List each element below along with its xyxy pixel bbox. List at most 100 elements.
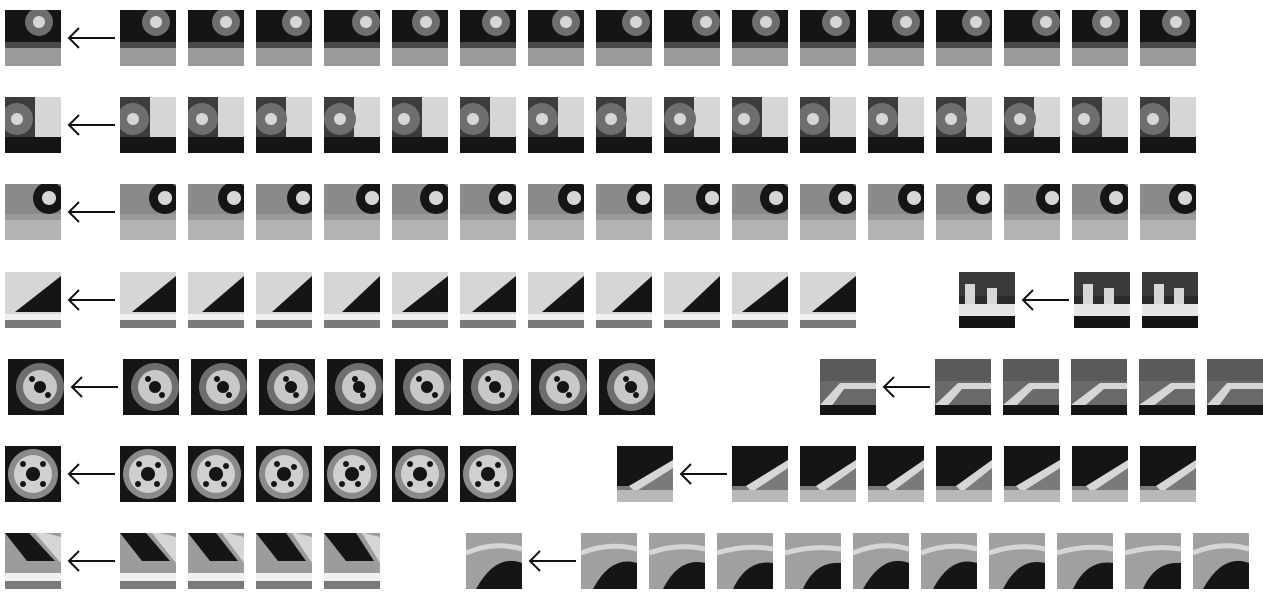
- similar-patch: [259, 359, 315, 415]
- similar-patch: [1003, 359, 1059, 415]
- similar-patch: [188, 184, 244, 240]
- similar-patch: [1140, 184, 1196, 240]
- similar-patch: [596, 272, 652, 328]
- similar-patch: [188, 272, 244, 328]
- left-arrow-icon: [65, 547, 117, 575]
- similar-patch: [1140, 446, 1196, 502]
- similar-patch: [324, 10, 380, 66]
- similar-patch: [800, 10, 856, 66]
- left-arrow-icon: [65, 24, 117, 52]
- similar-patch: [868, 97, 924, 153]
- similar-patch: [800, 97, 856, 153]
- query-patch: [5, 10, 61, 66]
- similar-patch: [1139, 359, 1195, 415]
- similar-patch: [324, 184, 380, 240]
- left-arrow-icon: [677, 460, 729, 488]
- similar-patch: [463, 359, 519, 415]
- left-arrow-icon: [880, 373, 932, 401]
- similar-patch: [664, 272, 720, 328]
- similar-patch: [123, 359, 179, 415]
- left-arrow-icon: [65, 198, 117, 226]
- similar-patch: [188, 10, 244, 66]
- similar-patch: [460, 97, 516, 153]
- query-patch: [959, 272, 1015, 328]
- similar-patch: [732, 446, 788, 502]
- similar-patch: [664, 97, 720, 153]
- similar-patch: [531, 359, 587, 415]
- similar-patch: [989, 533, 1045, 589]
- similar-patch: [1004, 10, 1060, 66]
- similar-patch: [800, 446, 856, 502]
- similar-patch: [392, 272, 448, 328]
- query-patch: [5, 446, 61, 502]
- similar-patch: [460, 272, 516, 328]
- similar-patch: [921, 533, 977, 589]
- similar-patch: [395, 359, 451, 415]
- similar-patch: [1072, 446, 1128, 502]
- query-patch: [466, 533, 522, 589]
- query-patch: [617, 446, 673, 502]
- similar-patch: [392, 446, 448, 502]
- similar-patch: [1193, 533, 1249, 589]
- similar-patch: [256, 533, 312, 589]
- similar-patch: [664, 10, 720, 66]
- query-patch: [5, 272, 61, 328]
- similar-patch: [392, 97, 448, 153]
- similar-patch: [1074, 272, 1130, 328]
- similar-patch: [256, 446, 312, 502]
- similar-patch: [528, 184, 584, 240]
- similar-patch: [120, 10, 176, 66]
- similar-patch: [732, 184, 788, 240]
- similar-patch: [853, 533, 909, 589]
- similar-patch: [732, 97, 788, 153]
- similar-patch: [324, 533, 380, 589]
- left-arrow-icon: [65, 286, 117, 314]
- similar-patch: [717, 533, 773, 589]
- similar-patch: [936, 10, 992, 66]
- similar-patch: [120, 533, 176, 589]
- similar-patch: [188, 533, 244, 589]
- similar-patch: [936, 184, 992, 240]
- similar-patch: [596, 184, 652, 240]
- similar-patch: [528, 10, 584, 66]
- similar-patch: [460, 10, 516, 66]
- similar-patch: [256, 97, 312, 153]
- query-patch: [5, 533, 61, 589]
- similar-patch: [599, 359, 655, 415]
- similar-patch: [596, 97, 652, 153]
- similar-patch: [392, 10, 448, 66]
- similar-patch: [800, 184, 856, 240]
- similar-patch: [800, 272, 856, 328]
- similar-patch: [664, 184, 720, 240]
- similar-patch: [596, 10, 652, 66]
- left-arrow-icon: [1019, 286, 1071, 314]
- similar-patch: [581, 533, 637, 589]
- similar-patch: [936, 97, 992, 153]
- similar-patch: [324, 272, 380, 328]
- similar-patch: [1004, 184, 1060, 240]
- similar-patch: [649, 533, 705, 589]
- similar-patch: [868, 446, 924, 502]
- similar-patch: [1125, 533, 1181, 589]
- similar-patch: [1140, 10, 1196, 66]
- similar-patch: [1004, 446, 1060, 502]
- left-arrow-icon: [68, 373, 120, 401]
- similar-patch: [120, 97, 176, 153]
- query-patch: [820, 359, 876, 415]
- similar-patch: [732, 272, 788, 328]
- similar-patch: [188, 446, 244, 502]
- similar-patch: [324, 446, 380, 502]
- similar-patch: [256, 184, 312, 240]
- similar-patch: [256, 10, 312, 66]
- similar-patch: [120, 184, 176, 240]
- similar-patch: [935, 359, 991, 415]
- query-patch: [8, 359, 64, 415]
- query-patch: [5, 97, 61, 153]
- similar-patch: [868, 184, 924, 240]
- similar-patch: [1207, 359, 1263, 415]
- similar-patch: [324, 97, 380, 153]
- left-arrow-icon: [526, 547, 578, 575]
- similar-patch: [120, 272, 176, 328]
- left-arrow-icon: [65, 111, 117, 139]
